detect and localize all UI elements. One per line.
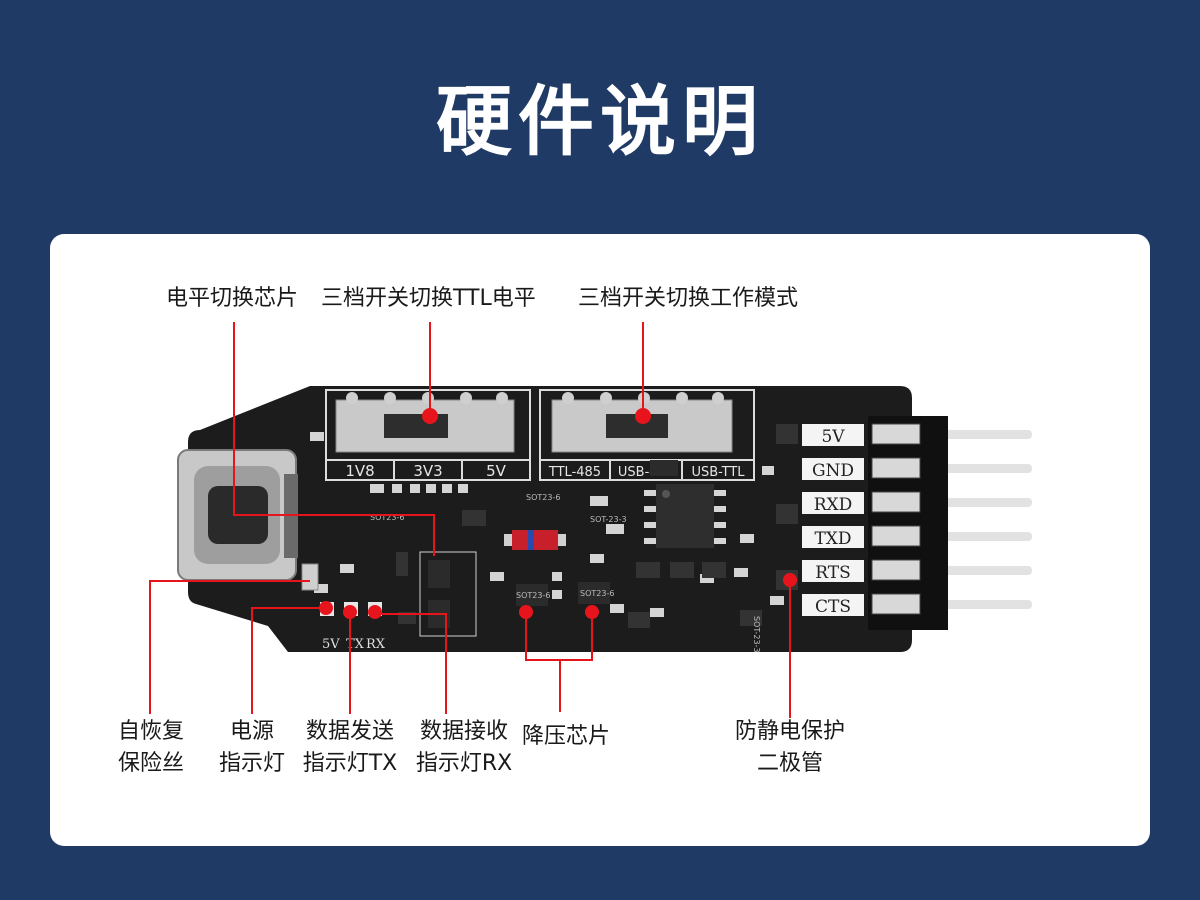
label-mode-switch: 三档开关切换工作模式 bbox=[578, 280, 798, 312]
chip-mark-5: SOT23-6 bbox=[580, 589, 614, 598]
main-ic bbox=[644, 484, 726, 548]
led-label-rx: RX bbox=[366, 637, 386, 652]
label-rx-led: 数据接收 指示灯RX bbox=[408, 716, 520, 780]
led-label-5v: 5V bbox=[322, 637, 340, 652]
chip-mark-4: SOT23-6 bbox=[516, 591, 550, 600]
pin-label-gnd: GND bbox=[812, 461, 854, 481]
pin-label-rxd: RXD bbox=[814, 495, 853, 515]
label-rx-led-line1: 数据接收 bbox=[408, 716, 520, 748]
switch-label-ttl-485: TTL-485 bbox=[548, 465, 601, 480]
label-tx-led: 数据发送 指示灯TX bbox=[294, 716, 406, 780]
chip-mark-2: SOT-23-3 bbox=[590, 515, 627, 524]
switch-label-usb-ttl: USB-TTL bbox=[691, 465, 745, 480]
switch-label-3v3: 3V3 bbox=[413, 462, 442, 480]
switch-label-1v8: 1V8 bbox=[345, 462, 374, 480]
pin-label-rts: RTS bbox=[815, 563, 851, 583]
label-power-led: 电源 指示灯 bbox=[206, 716, 298, 780]
pin-label-txd: TXD bbox=[814, 529, 851, 549]
fuse bbox=[302, 564, 318, 590]
label-ttl-switch: 三档开关切换TTL电平 bbox=[321, 280, 536, 312]
diode bbox=[504, 530, 566, 550]
label-fuse: 自恢复 保险丝 bbox=[106, 716, 196, 780]
label-level-chip: 电平切换芯片 bbox=[166, 280, 298, 312]
label-esd-diode: 防静电保护 二极管 bbox=[720, 716, 860, 780]
label-tx-led-line1: 数据发送 bbox=[294, 716, 406, 748]
label-buck-chip: 降压芯片 bbox=[522, 718, 610, 750]
chip-mark-3: SOT-23-3 bbox=[752, 616, 761, 653]
pin-label-5v: 5V bbox=[821, 427, 845, 447]
label-esd-diode-line1: 防静电保护 bbox=[720, 716, 860, 748]
pin-label-cts: CTS bbox=[815, 597, 851, 617]
label-power-led-line2: 指示灯 bbox=[206, 748, 298, 780]
label-fuse-line2: 保险丝 bbox=[106, 748, 196, 780]
switch-label-5v: 5V bbox=[486, 462, 507, 480]
label-power-led-line1: 电源 bbox=[206, 716, 298, 748]
label-tx-led-line2: 指示灯TX bbox=[294, 748, 406, 780]
chip-mark-6: SOT23-6 bbox=[526, 493, 560, 502]
label-fuse-line1: 自恢复 bbox=[106, 716, 196, 748]
led-label-tx: TX bbox=[346, 637, 365, 652]
page-title: 硬件说明 bbox=[0, 60, 1200, 170]
label-rx-led-line2: 指示灯RX bbox=[408, 748, 520, 780]
label-esd-diode-line2: 二极管 bbox=[720, 748, 860, 780]
diagram-panel: 5V GND RXD TXD RTS CTS bbox=[50, 234, 1150, 846]
